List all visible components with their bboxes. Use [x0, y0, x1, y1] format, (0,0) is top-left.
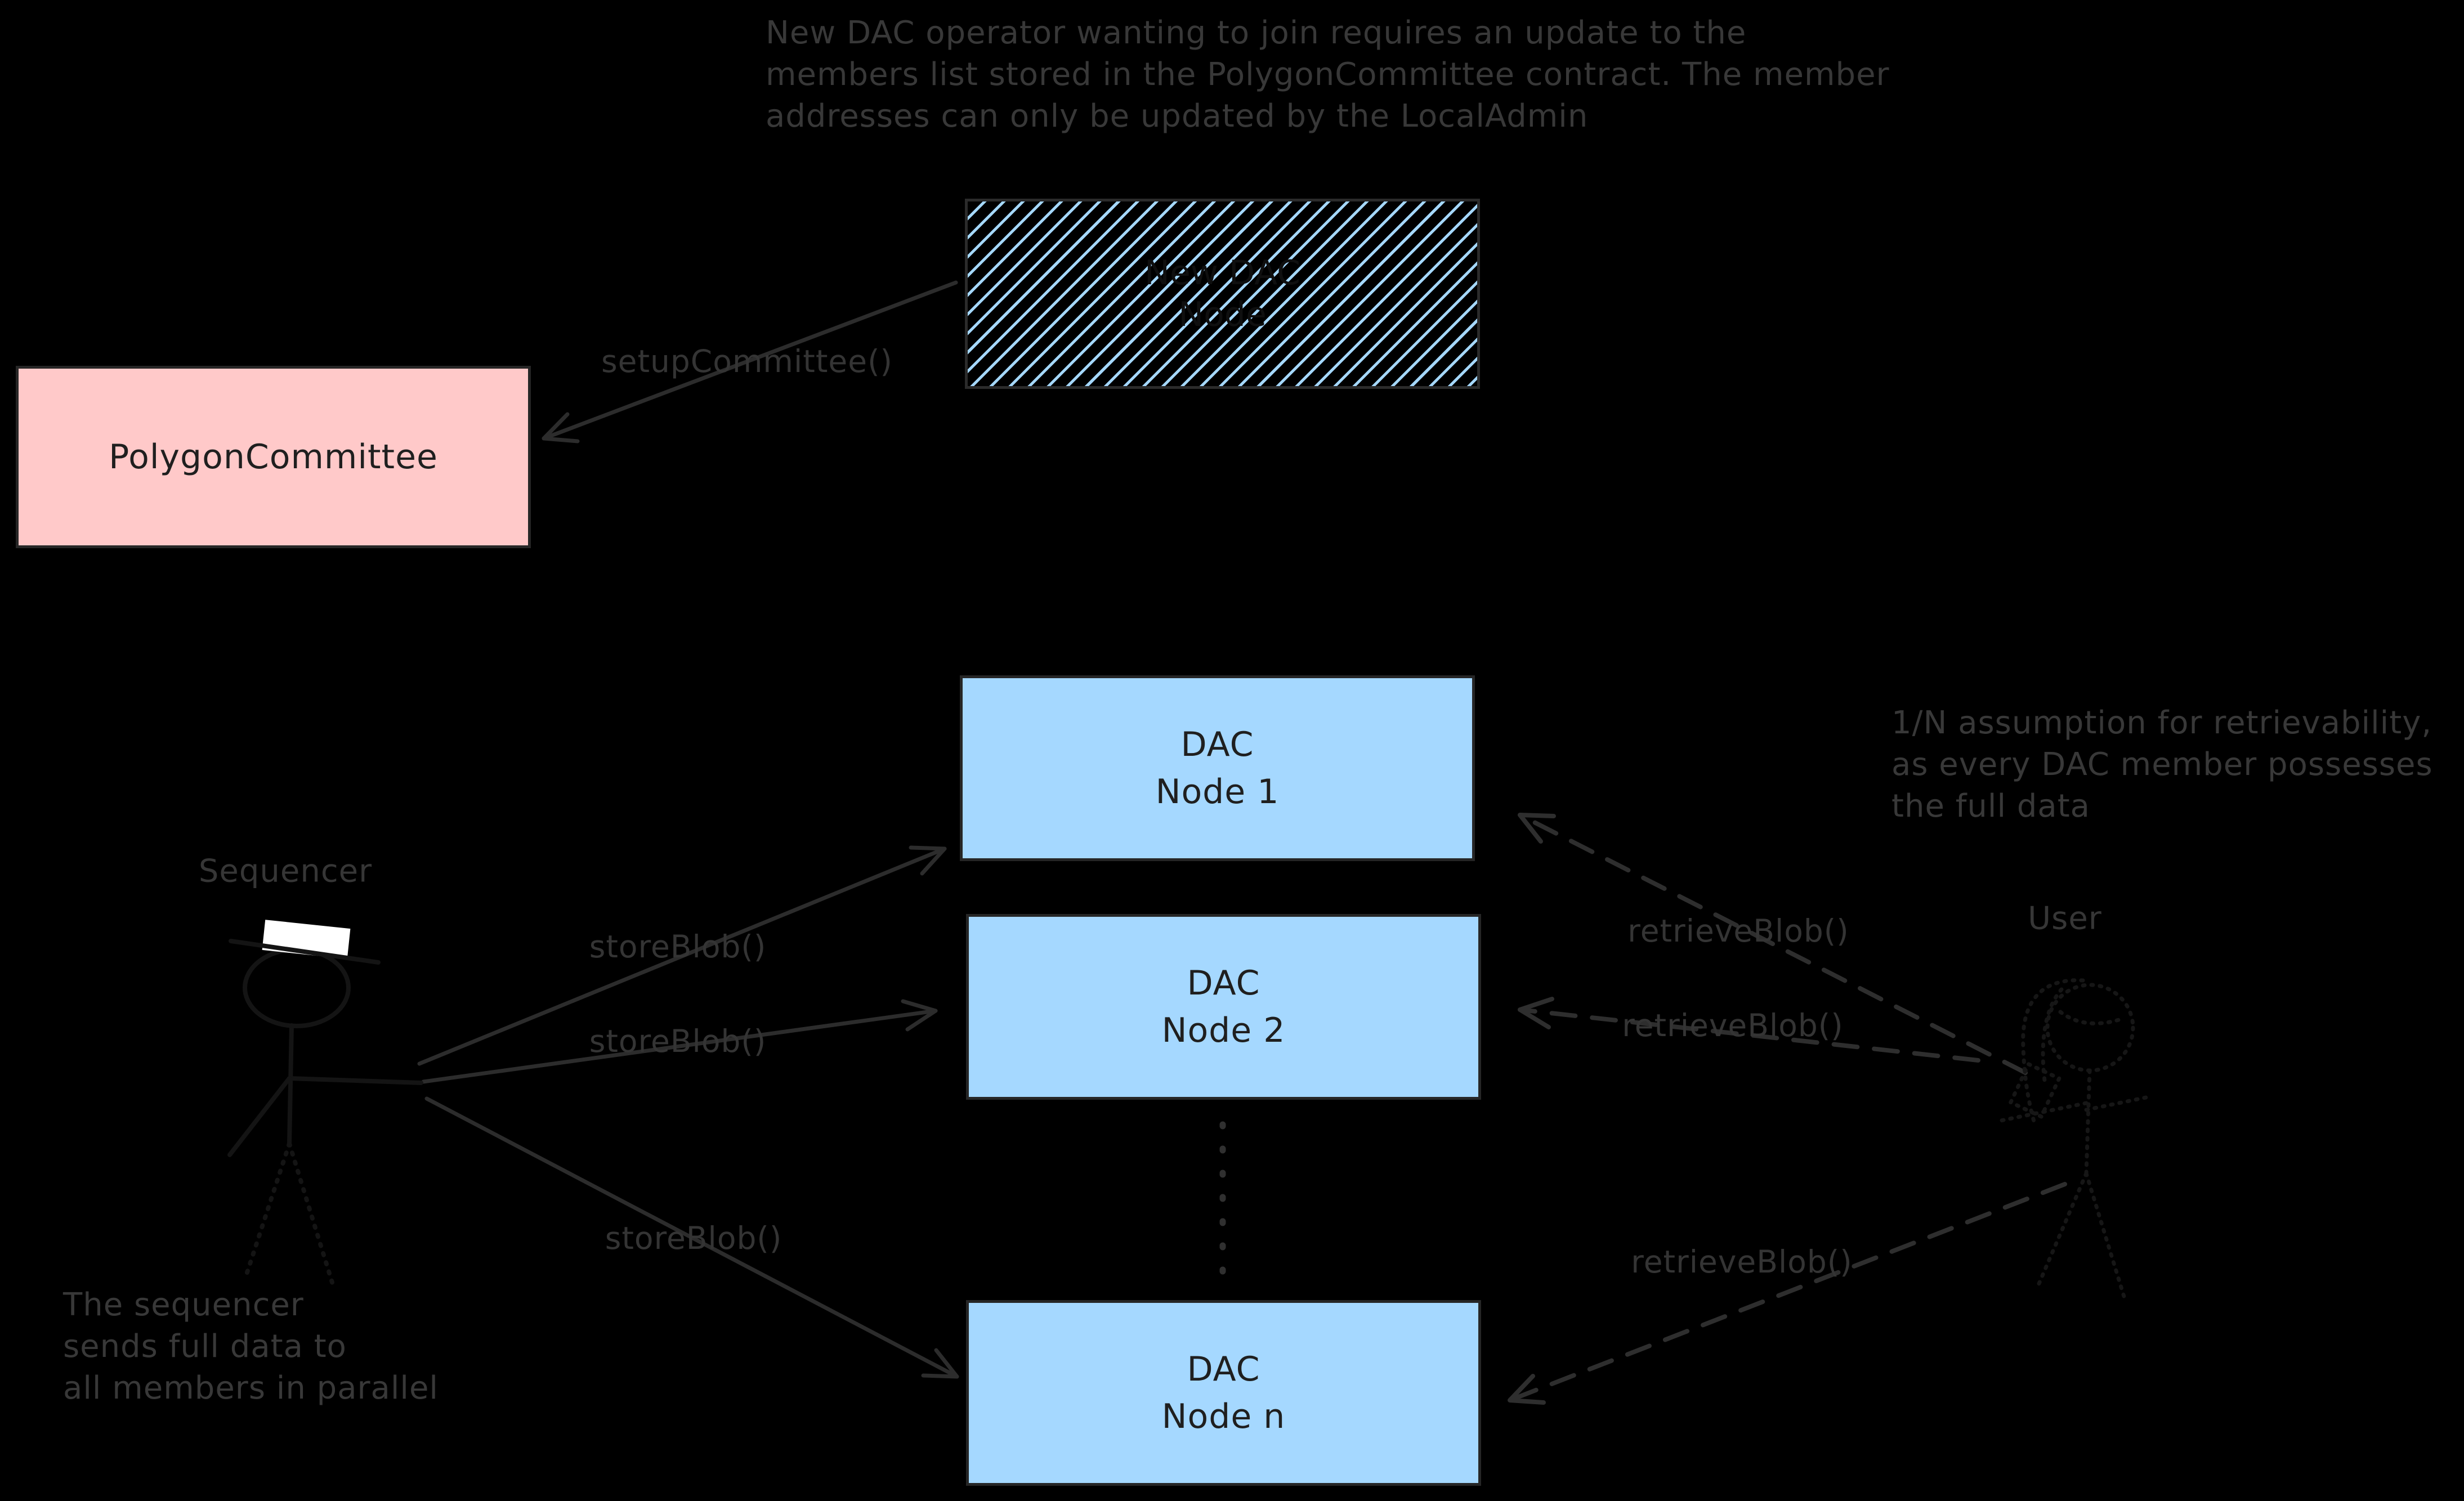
retrieve-blob-label-2: retrieveBlob(): [1622, 1007, 1844, 1043]
retrieve-blob-label-3: retrieveBlob(): [1631, 1244, 1853, 1280]
retrieve-blob-label-1: retrieveBlob(): [1627, 913, 1849, 949]
retrieve-blob-arrow-3: [1508, 1182, 2067, 1405]
sequencer-label: Sequencer: [198, 853, 373, 890]
dac-node-1-box: DAC Node 1: [960, 675, 1475, 861]
retrieve-blob-arrow-1: [1518, 813, 2028, 1075]
dac-node-n-label: DAC Node n: [1161, 1350, 1286, 1436]
new-dac-node-box: [965, 199, 1480, 389]
polygon-committee-label: PolygonCommittee: [109, 437, 438, 477]
store-blob-label-3: storeBlob(): [605, 1220, 782, 1256]
top-note: New DAC operator wanting to join require…: [766, 15, 1890, 135]
dac-node-2-label: DAC Node 2: [1161, 964, 1286, 1050]
dac-node-n-box: DAC Node n: [966, 1300, 1481, 1486]
store-blob-label-2: storeBlob(): [589, 1023, 767, 1059]
retrievability-note: 1/N assumption for retrievability, as ev…: [1891, 705, 2433, 825]
store-blob-label-1: storeBlob(): [589, 929, 767, 965]
polygon-committee-box: PolygonCommittee: [16, 366, 531, 548]
store-blob-arrow-1: [417, 845, 947, 1066]
user-label: User: [2028, 900, 2102, 937]
sequencer-figure-icon: [227, 920, 423, 1288]
dac-node-2-box: DAC Node 2: [966, 914, 1481, 1100]
store-blob-arrow-2: [421, 999, 938, 1084]
new-dac-node-label: New DAC Node: [1144, 253, 1300, 334]
store-blob-arrow-3: [424, 1096, 959, 1379]
retrieve-blob-arrow-2: [1518, 997, 1980, 1063]
setup-committee-arrow: [542, 280, 958, 443]
user-figure-icon: [1993, 978, 2148, 1302]
dac-node-1-label: DAC Node 1: [1155, 725, 1280, 812]
setup-committee-label: setupCommittee(): [601, 343, 893, 379]
sequencer-note: The sequencer sends full data to all mem…: [63, 1287, 439, 1406]
